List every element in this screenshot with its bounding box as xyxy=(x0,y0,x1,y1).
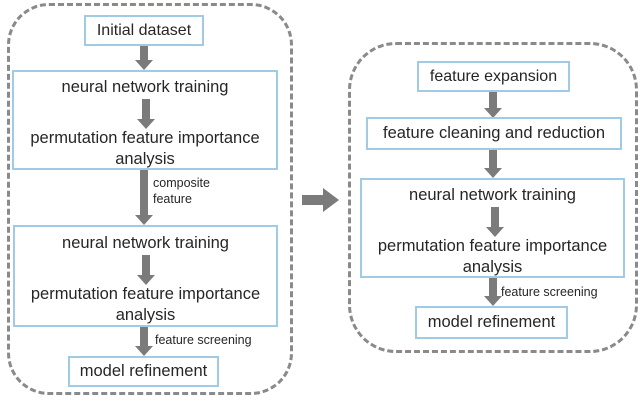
node-label: feature expansion xyxy=(429,67,558,85)
node-initial-dataset: Initial dataset xyxy=(84,15,204,46)
group-box-training-pfi-right: neural network training permutation feat… xyxy=(360,178,625,278)
node-nn-training-1: neural network training xyxy=(61,78,229,96)
left-panel-outline xyxy=(7,3,293,395)
arrow-down-icon xyxy=(135,327,153,356)
node-model-refinement-left: model refinement xyxy=(68,356,219,387)
node-label: model refinement xyxy=(427,313,556,331)
edge-label-feature-screening-left: feature screening xyxy=(155,333,252,347)
node-pfi-right: permutation feature importance analysis xyxy=(377,237,608,276)
arrow-down-icon xyxy=(484,92,502,118)
node-model-refinement-right: model refinement xyxy=(415,306,568,339)
node-label: feature cleaning and reduction xyxy=(383,124,605,142)
arrow-down-icon xyxy=(135,46,153,70)
arrow-down-icon xyxy=(484,278,502,306)
node-feature-expansion: feature expansion xyxy=(417,61,570,92)
arrow-down-icon xyxy=(484,150,502,178)
node-pfi-2: permutation feature importance analysis xyxy=(30,285,261,324)
node-label: Initial dataset xyxy=(96,21,192,39)
arrow-down-icon xyxy=(135,170,153,225)
arrow-down-icon xyxy=(486,207,504,237)
node-nn-training-right: neural network training xyxy=(409,186,576,204)
group-box-training-pfi-2: neural network training permutation feat… xyxy=(13,225,278,327)
edge-label-composite-feature: composite feature xyxy=(153,176,210,206)
group-box-training-pfi-1: neural network training permutation feat… xyxy=(12,70,278,170)
edge-label-feature-screening-right: feature screening xyxy=(501,285,598,299)
right-panel-outline xyxy=(348,42,638,353)
node-label: model refinement xyxy=(79,362,208,380)
node-pfi-1: permutation feature importance analysis xyxy=(30,129,260,168)
node-feature-cleaning: feature cleaning and reduction xyxy=(366,117,622,150)
node-nn-training-2: neural network training xyxy=(62,234,229,252)
arrow-down-icon xyxy=(137,255,155,285)
arrow-down-icon xyxy=(137,99,155,129)
arrow-right-icon xyxy=(302,188,339,212)
